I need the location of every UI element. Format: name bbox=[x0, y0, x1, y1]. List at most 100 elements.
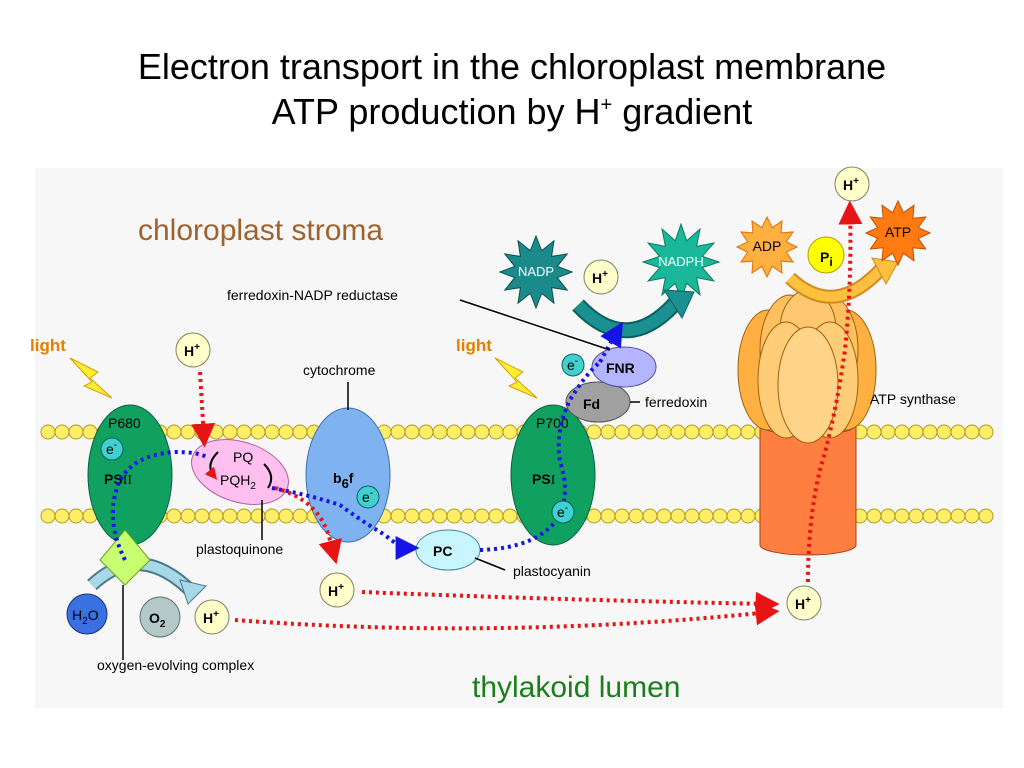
title-suffix: gradient bbox=[612, 91, 753, 132]
pq-cycle-arrow-right bbox=[263, 463, 273, 489]
lipid-head bbox=[54, 424, 70, 440]
lipid-head bbox=[278, 508, 294, 524]
adp-star bbox=[735, 215, 799, 279]
electron-b6f: e- bbox=[356, 485, 380, 509]
lipid-head bbox=[628, 424, 644, 440]
lipid-head bbox=[404, 508, 420, 524]
psi-label: PSI bbox=[532, 471, 556, 488]
atp-curved-arrow-head bbox=[871, 257, 899, 286]
proton-nadp: H+ bbox=[583, 259, 619, 295]
b6f-f: f bbox=[349, 470, 354, 486]
proton-oec-h: H bbox=[203, 610, 213, 626]
proton-stroma-atp-h: H bbox=[843, 177, 853, 193]
proton-stroma-atp: H+ bbox=[834, 166, 870, 202]
proton-oec-sup: + bbox=[213, 609, 219, 620]
proton-stroma-atp-text: H+ bbox=[843, 176, 859, 193]
lipid-head bbox=[40, 508, 56, 524]
lipid-head bbox=[670, 508, 686, 524]
proton-lumen-atp: H+ bbox=[786, 585, 822, 621]
fnr-complex bbox=[591, 346, 657, 388]
lipid-head bbox=[698, 424, 714, 440]
pq-label: PQ bbox=[233, 449, 253, 465]
lipid-head bbox=[460, 424, 476, 440]
psi-roman: I bbox=[551, 473, 556, 488]
lipid-head bbox=[68, 508, 84, 524]
proton-path-pq-lumen bbox=[274, 486, 342, 565]
lipid-head bbox=[712, 424, 728, 440]
lipid-head bbox=[866, 424, 882, 440]
proton-stroma-pq: H+ bbox=[175, 332, 211, 368]
nadp-label: NADP bbox=[518, 264, 554, 279]
lipid-head bbox=[250, 508, 266, 524]
lumen-label: thylakoid lumen bbox=[472, 671, 680, 704]
proton-lumen-pq: H+ bbox=[319, 572, 355, 608]
lipid-head bbox=[502, 508, 518, 524]
lipid-head bbox=[922, 424, 938, 440]
p680-label: P680 bbox=[108, 415, 141, 431]
lipid-head bbox=[726, 508, 742, 524]
lipid-head bbox=[446, 424, 462, 440]
nadp-curved-arrow-head bbox=[663, 289, 695, 320]
oxygen-o: O bbox=[149, 610, 160, 626]
lipid-head bbox=[292, 508, 308, 524]
proton-stroma-pq-sup: + bbox=[194, 342, 200, 353]
lipid-head bbox=[908, 508, 924, 524]
oec-curved-arrow-head bbox=[179, 579, 207, 605]
electron-psii-text: e- bbox=[106, 440, 117, 457]
lipid-head bbox=[390, 508, 406, 524]
psi-pre: PS bbox=[532, 471, 551, 487]
lipid-head bbox=[656, 424, 672, 440]
lipid-head bbox=[432, 508, 448, 524]
light-label-psi: light bbox=[456, 336, 492, 355]
lipid-head bbox=[740, 508, 756, 524]
light-bolt-psii bbox=[69, 357, 113, 399]
title-line-1: Electron transport in the chloroplast me… bbox=[137, 46, 887, 87]
title-prefix: ATP production by H bbox=[271, 91, 601, 132]
lipid-head bbox=[390, 424, 406, 440]
oxygen-text: O2 bbox=[149, 610, 166, 630]
lipid-head bbox=[936, 424, 952, 440]
lipid-head bbox=[404, 424, 420, 440]
lipid-head bbox=[586, 424, 602, 440]
lipid-head bbox=[642, 424, 658, 440]
lipid-head bbox=[712, 508, 728, 524]
b6f-label: b6f bbox=[333, 470, 354, 491]
ferredoxin-label: ferredoxin bbox=[645, 394, 707, 410]
lipid-head bbox=[684, 424, 700, 440]
proton-nadp-h: H bbox=[592, 270, 602, 286]
pc-leader bbox=[474, 557, 506, 571]
lipid-head bbox=[964, 424, 980, 440]
stroma-label: chloroplast stroma bbox=[138, 214, 383, 247]
lipid-head bbox=[670, 424, 686, 440]
lipid-head bbox=[418, 424, 434, 440]
light-bolt-psi bbox=[494, 357, 538, 399]
pq-cycle-arrow-left bbox=[204, 451, 219, 480]
pc-label: PC bbox=[433, 543, 452, 559]
lipid-head bbox=[460, 508, 476, 524]
proton-lumen-pq-sup: + bbox=[338, 582, 344, 593]
electron-fd: e- bbox=[561, 353, 585, 377]
electron-path-psii-pq bbox=[110, 449, 210, 561]
pqh2-label: PQH2 bbox=[220, 472, 256, 492]
proton-nadp-sup: + bbox=[602, 269, 608, 280]
proton-lumen-pq-text: H+ bbox=[328, 582, 344, 599]
title-sup: + bbox=[600, 94, 613, 116]
lipid-head bbox=[180, 508, 196, 524]
electron-psi-e: e bbox=[557, 504, 565, 520]
water-text: H2O bbox=[72, 607, 99, 627]
lipid-head bbox=[614, 508, 630, 524]
lipid-head bbox=[880, 424, 896, 440]
nadp-star bbox=[498, 234, 574, 310]
lipid-head bbox=[208, 424, 224, 440]
lipid-head bbox=[628, 508, 644, 524]
lipid-head bbox=[236, 508, 252, 524]
proton-nadp-text: H+ bbox=[592, 269, 608, 286]
lipid-head bbox=[950, 424, 966, 440]
lipid-head bbox=[866, 508, 882, 524]
lipid-head bbox=[502, 424, 518, 440]
lipid-head bbox=[488, 424, 504, 440]
lipid-head bbox=[726, 424, 742, 440]
lipid-head bbox=[236, 424, 252, 440]
lipid-head bbox=[166, 424, 182, 440]
